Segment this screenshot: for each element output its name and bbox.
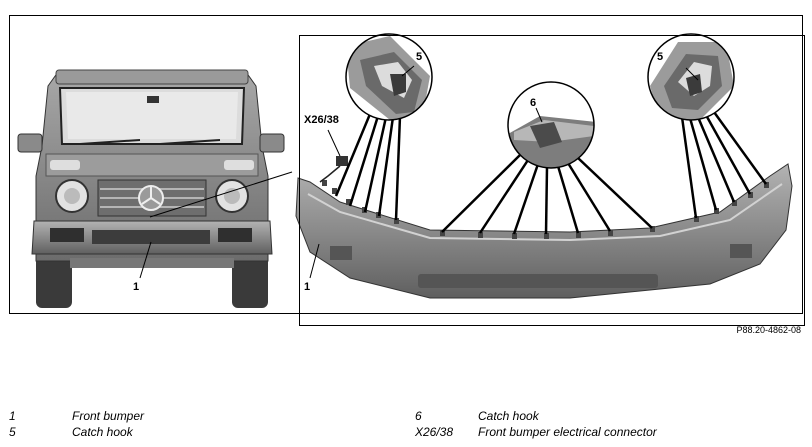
legend-item-6: 6 Catch hook: [415, 409, 805, 425]
legend-item-x26-38: X26/38 Front bumper electrical connector: [415, 425, 805, 441]
figure-reference-code: P88.20-4862-08: [736, 325, 801, 335]
vehicle-illustration: 1 1 5 5 6 X26/38: [17, 33, 793, 308]
callout-1-detail: 1: [304, 281, 310, 293]
magnifier-pointer-lines: [334, 111, 768, 235]
magnifier-hook-5-left: [345, 33, 433, 121]
legend-number: 6: [415, 409, 422, 423]
callout-x26-38: X26/38: [304, 114, 339, 126]
legend-text: Front bumper electrical connector: [478, 425, 657, 439]
magnifier-hook-6: [507, 81, 595, 169]
detail-panel-border: [299, 35, 805, 326]
legend-number: X26/38: [415, 425, 454, 439]
magnifier-hook-5-right: [647, 33, 735, 121]
legend-item-5: 5 Catch hook: [9, 425, 389, 441]
callout-1-vehicle: 1: [133, 281, 139, 293]
diagram-frame: 1 1 5 5 6 X26/38: [9, 15, 805, 326]
callout-5-left: 5: [416, 51, 422, 63]
bumper-detail-view: [295, 156, 793, 299]
legend-item-1: 1 Front bumper: [9, 409, 389, 425]
legend-text: Catch hook: [478, 409, 539, 423]
legend-text: Catch hook: [72, 425, 133, 439]
vehicle-front-view: [17, 69, 285, 308]
callout-6: 6: [530, 97, 536, 109]
callout-5-right: 5: [657, 51, 663, 63]
legend-number: 1: [9, 409, 16, 423]
legend-number: 5: [9, 425, 16, 439]
callout-leaders: [139, 65, 699, 279]
connector-leader-line: [149, 171, 293, 218]
legend-text: Front bumper: [72, 409, 145, 423]
